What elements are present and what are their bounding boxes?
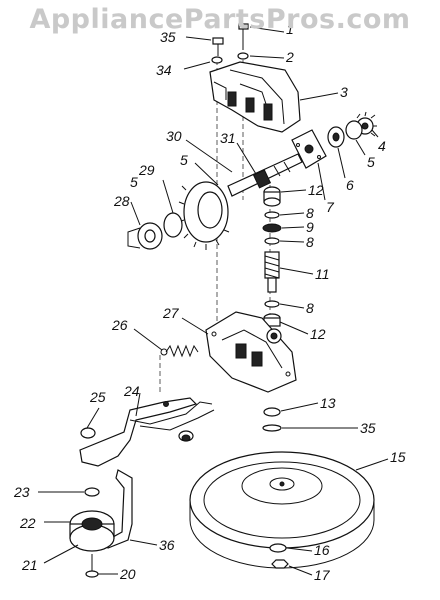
callout-15: 15 — [390, 449, 406, 465]
part-11-pinion-shaft — [264, 251, 280, 293]
part-17-nut — [271, 559, 289, 569]
part-8-washer-top — [264, 211, 280, 219]
part-25-nut — [80, 427, 96, 439]
callout-6: 6 — [346, 177, 354, 193]
callout-11: 11 — [315, 266, 330, 282]
part-20-bolt — [85, 554, 99, 578]
callout-20: 20 — [119, 566, 136, 582]
callout-21: 21 — [21, 557, 38, 573]
callout-5-right: 5 — [367, 154, 375, 170]
part-33-washer — [211, 56, 223, 64]
callout-36: 36 — [159, 537, 175, 553]
part-5-spacer-left — [163, 212, 183, 238]
part-7-plate — [291, 129, 327, 169]
part-23-washer — [84, 487, 100, 497]
callout-29: 29 — [138, 162, 155, 178]
callout-2: 2 — [285, 49, 294, 65]
part-13-washer — [263, 407, 281, 417]
callout-8-bottom: 8 — [306, 300, 314, 316]
callout-1: 1 — [286, 21, 294, 37]
callout-31: 31 — [220, 130, 236, 146]
callout-24: 24 — [123, 383, 140, 399]
callout-12-bottom: 12 — [310, 326, 326, 342]
leader-lines — [38, 26, 389, 576]
part-3-upper-housing — [209, 61, 301, 133]
callout-labels: 35 34 1 2 3 4 5 6 7 30 31 5 29 5 28 12 8… — [13, 21, 406, 583]
part-30-shaft — [227, 153, 303, 197]
part-9-ring — [262, 223, 282, 233]
part-24-bracket — [79, 397, 215, 467]
part-12-collar-top — [263, 186, 281, 207]
part-8-washer-bottom — [264, 300, 280, 308]
callout-7: 7 — [326, 199, 335, 215]
callout-27: 27 — [162, 305, 180, 321]
callout-16: 16 — [314, 542, 330, 558]
part-28-bearing — [127, 222, 163, 250]
callout-35: 35 — [360, 420, 376, 436]
part-6-bushing — [327, 126, 345, 148]
callout-26: 26 — [111, 317, 128, 333]
callout-9: 9 — [306, 219, 314, 235]
callout-28: 28 — [113, 193, 130, 209]
part-5-spacer-right — [345, 120, 363, 140]
callout-22: 22 — [19, 515, 36, 531]
callout-8-middle: 8 — [306, 234, 314, 250]
part-22-idler-pulley — [69, 510, 115, 552]
callout-17: 17 — [314, 567, 331, 583]
callout-34: 35 — [160, 29, 176, 45]
callout-23: 23 — [13, 484, 30, 500]
part-8-washer-middle — [264, 237, 280, 245]
part-26-spring — [160, 344, 199, 358]
part-29-large-gear — [178, 181, 230, 250]
part-1-screw — [238, 23, 249, 50]
part-16-washer — [269, 543, 287, 553]
part-34-screw — [212, 37, 224, 56]
part-35-washer — [262, 424, 282, 432]
callout-25: 25 — [89, 389, 106, 405]
callout-12-top: 12 — [308, 182, 324, 198]
part-2-washer — [237, 52, 249, 60]
callout-13: 13 — [320, 395, 336, 411]
callout-3: 3 — [340, 84, 348, 100]
part-27-lower-housing — [205, 311, 297, 393]
callout-33: 34 — [156, 62, 172, 78]
callout-5-center: 5 — [180, 152, 188, 168]
callout-5-left: 5 — [130, 174, 138, 190]
callout-30: 30 — [166, 128, 182, 144]
callout-8-top: 8 — [306, 205, 314, 221]
callout-4: 4 — [378, 138, 386, 154]
part-15-pulley — [189, 451, 375, 569]
